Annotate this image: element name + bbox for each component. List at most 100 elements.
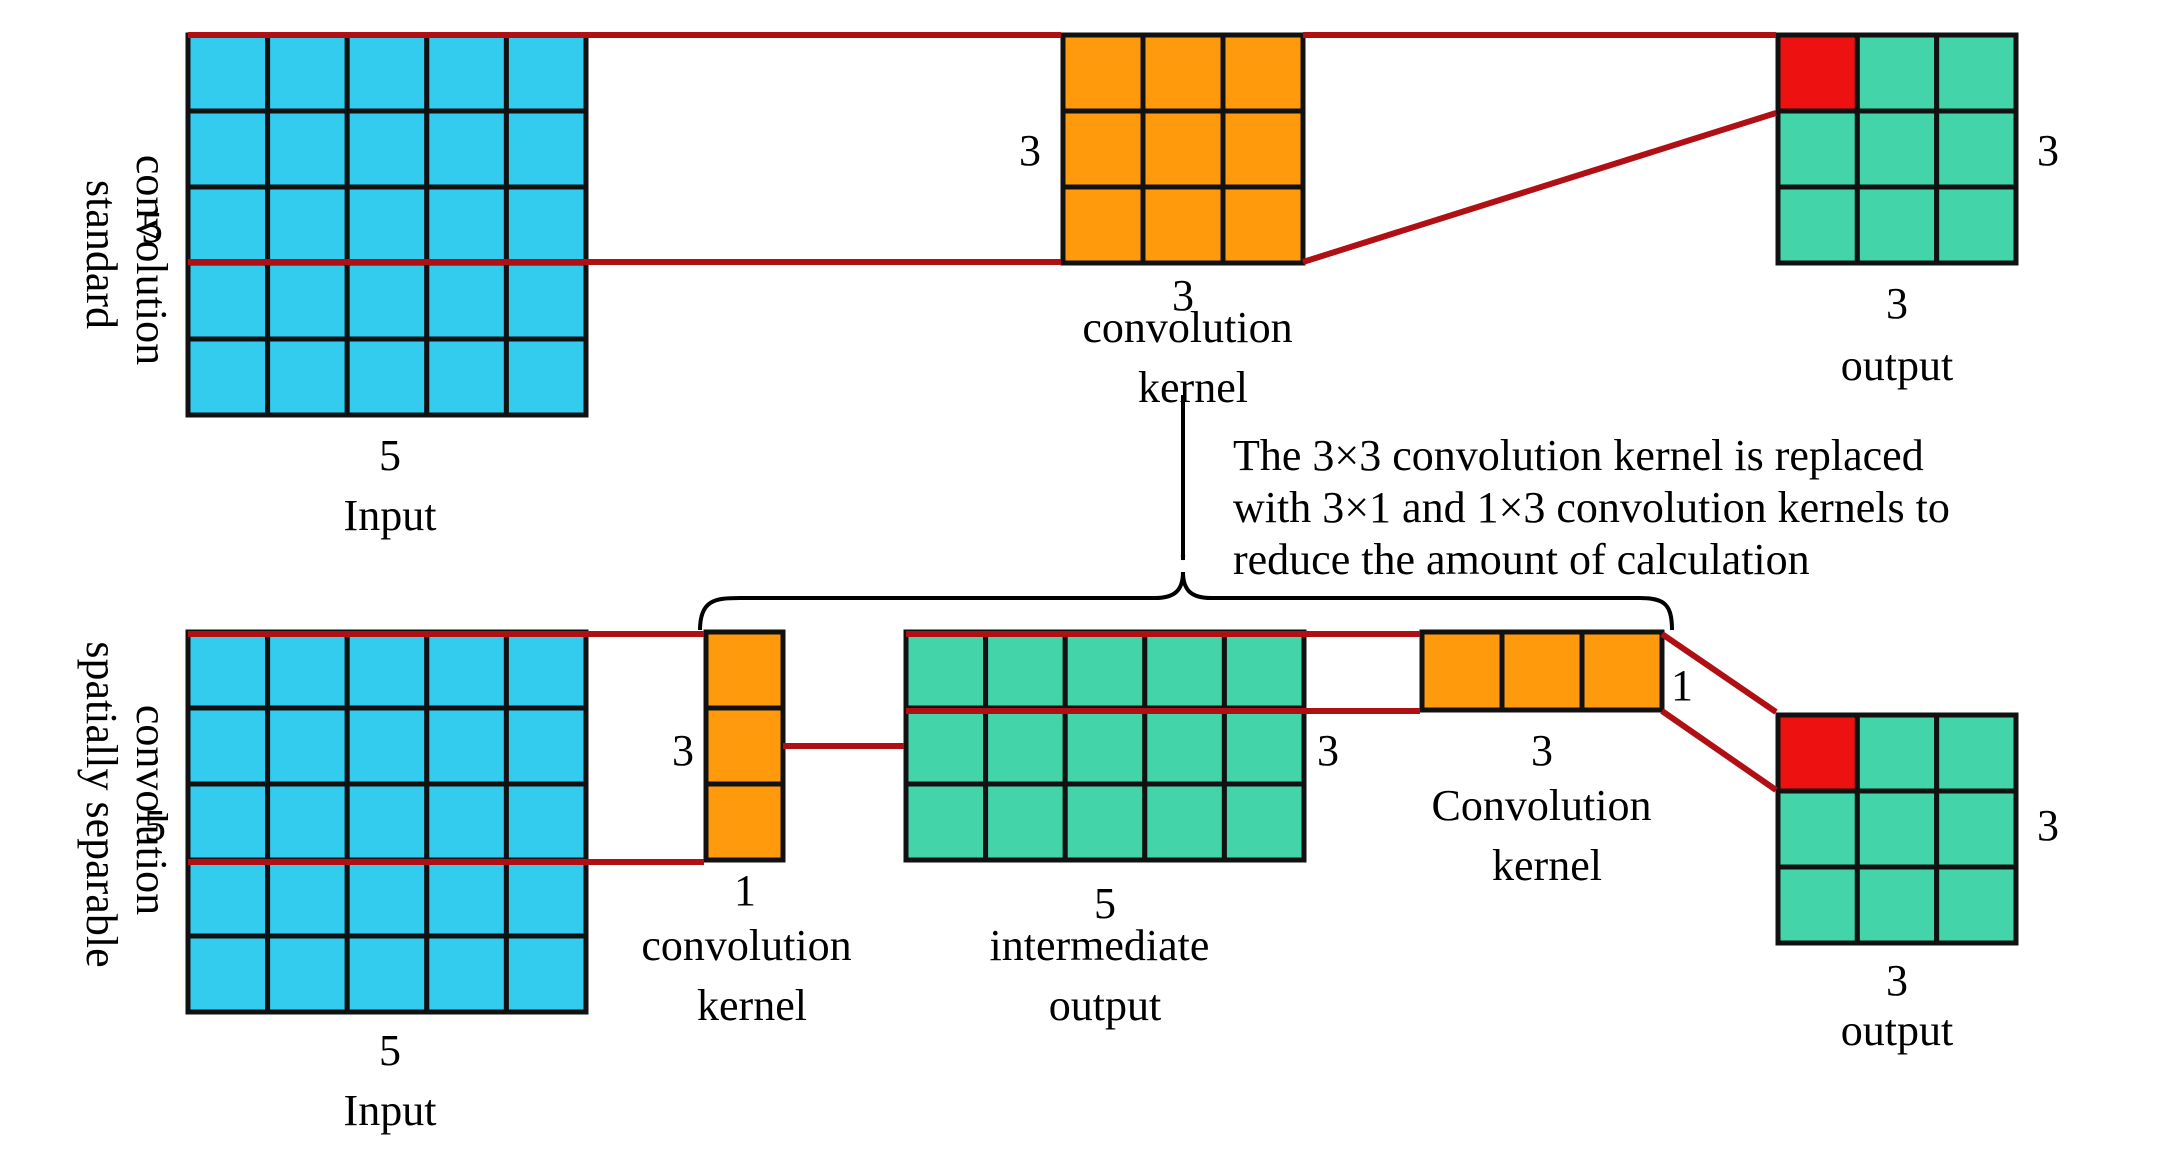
bottom-horizontal-kernel-caption: Convolution kernel — [1431, 781, 1662, 890]
bottom-intermediate-grid-cell — [1221, 705, 1307, 787]
top-output-caption: output — [1841, 341, 1953, 390]
top-input-grid-cell — [185, 336, 271, 418]
top-kernel-grid-cell — [1060, 32, 1146, 114]
bottom-intermediate-grid-cell — [1142, 629, 1227, 711]
bottom-input-grid-cell — [344, 629, 430, 711]
top-input-grid-cell — [424, 32, 509, 114]
top-input-dim-bottom: 5 — [379, 431, 401, 480]
top-input-grid-cell — [344, 184, 430, 266]
top-kernel-dim-bottom: 3 — [1172, 271, 1194, 320]
bottom-vertical-kernel-grid-cell — [703, 629, 786, 711]
bottom-input-grid — [185, 629, 589, 1015]
bottom-output-grid-cell — [1934, 712, 2019, 794]
top-input-grid-cell — [185, 260, 271, 342]
bottom-input-grid-cell — [265, 705, 350, 787]
top-output-grid-cell — [1934, 32, 2019, 114]
bottom-vertical-kernel-dim-bottom: 1 — [734, 866, 756, 915]
bottom-input-grid-cell — [185, 933, 271, 1015]
top-kernel-grid-cell — [1060, 184, 1146, 266]
bottom-intermediate-caption: intermediate output — [990, 921, 1221, 1030]
bottom-intermediate-dim-bottom: 5 — [1094, 879, 1116, 928]
bottom-input-grid-cell — [185, 629, 271, 711]
top-input-grid-cell — [344, 32, 430, 114]
bottom-input-grid-cell — [424, 629, 509, 711]
bottom-section: spatially separable convolution 5 5 Inpu… — [77, 629, 2059, 1135]
bottom-input-grid-cell — [185, 705, 271, 787]
top-input-grid-cell — [424, 260, 509, 342]
bottom-output-grid-cell — [1775, 788, 1860, 870]
bottom-input-grid-cell — [265, 933, 350, 1015]
bottom-intermediate-grid-cell — [903, 781, 989, 863]
bottom-horizontal-kernel-grid — [1419, 629, 1665, 713]
bottom-vertical-kernel-caption: convolution kernel — [641, 921, 862, 1030]
bottom-intermediate-grid — [903, 629, 1307, 863]
top-input-grid-cell — [344, 108, 430, 190]
bottom-horizontal-kernel-grid-cell — [1419, 629, 1505, 713]
top-output-grid-cell — [1854, 108, 1940, 190]
bottom-output-grid-cell — [1854, 788, 1940, 870]
bottom-input-grid-cell — [503, 781, 589, 863]
bottom-input-grid-cell — [424, 857, 509, 939]
top-output-dim-right: 3 — [2037, 126, 2059, 175]
bottom-intermediate-grid-cell — [1062, 705, 1148, 787]
bottom-horizontal-kernel-dim-right: 1 — [1671, 661, 1693, 710]
bottom-input-grid-cell — [265, 781, 350, 863]
bottom-vertical-kernel-dim-left: 3 — [672, 726, 694, 775]
top-kernel-grid-cell — [1220, 184, 1306, 266]
bottom-horizontal-kernel-dim-bottom: 3 — [1531, 726, 1553, 775]
top-input-grid-cell — [424, 108, 509, 190]
top-input-dim-left: 5 — [141, 203, 163, 252]
bottom-input-grid-cell — [344, 781, 430, 863]
bottom-intermediate-grid-cell — [983, 705, 1068, 787]
top-input-grid-cell — [503, 184, 589, 266]
bottom-side-label: spatially separable convolution — [77, 641, 176, 978]
top-side-label: standard convolution — [77, 155, 176, 365]
top-output-grid-cell — [1934, 108, 2019, 190]
top-kernel-caption: convolution kernel — [1082, 303, 1303, 412]
top-output-grid-cell — [1775, 108, 1860, 190]
bottom-input-grid-cell — [344, 705, 430, 787]
bottom-intermediate-dim-right: 3 — [1317, 726, 1339, 775]
top-section: standard convolution 5 5 Input 3 3 convo… — [77, 32, 2059, 540]
bottom-input-grid-cell — [503, 629, 589, 711]
top-output-dim-bottom: 3 — [1886, 279, 1908, 328]
bottom-input-grid-cell — [503, 933, 589, 1015]
top-input-grid-cell — [503, 260, 589, 342]
grouping-brace — [698, 571, 1674, 631]
top-output-grid-cell — [1854, 32, 1940, 114]
bottom-vertical-kernel-grid — [703, 629, 786, 863]
top-kernel-grid-cell — [1140, 184, 1226, 266]
top-input-grid-cell — [185, 32, 271, 114]
top-input-grid-cell — [185, 108, 271, 190]
top-input-grid-cell — [344, 260, 430, 342]
top-output-grid — [1775, 32, 2019, 266]
bottom-output-grid-cell — [1854, 712, 1940, 794]
bottom-intermediate-grid-cell — [1062, 629, 1148, 711]
top-kernel-grid-cell — [1140, 108, 1226, 190]
bottom-vertical-kernel-grid-cell — [703, 705, 786, 787]
bottom-intermediate-grid-cell — [903, 705, 989, 787]
top-input-grid-cell — [424, 184, 509, 266]
top-input-grid — [185, 32, 589, 418]
top-input-grid-cell — [503, 108, 589, 190]
annotation-group: The 3×3 convolution kernel is replaced w… — [698, 395, 1950, 631]
top-input-caption: Input — [344, 491, 437, 540]
bottom-output-grid-cell — [1775, 864, 1860, 946]
bottom-input-grid-cell — [185, 857, 271, 939]
bottom-input-grid-cell — [265, 629, 350, 711]
top-input-grid-cell — [265, 32, 350, 114]
bottom-intermediate-grid-cell — [1062, 781, 1148, 863]
bottom-output-dim-bottom: 3 — [1886, 956, 1908, 1005]
top-output-grid-highlight-cell — [1775, 32, 1860, 114]
bottom-input-grid-cell — [424, 705, 509, 787]
bottom-input-grid-cell — [344, 933, 430, 1015]
bottom-input-grid-cell — [424, 933, 509, 1015]
bottom-output-grid — [1775, 712, 2019, 946]
bottom-input-grid-cell — [503, 857, 589, 939]
bottom-arrow-hkernel-to-output-1 — [1660, 631, 1778, 715]
top-kernel-grid-cell — [1220, 108, 1306, 190]
bottom-horizontal-kernel-grid-cell — [1579, 629, 1665, 713]
bottom-output-caption: output — [1841, 1006, 1953, 1055]
top-output-grid-cell — [1854, 184, 1940, 266]
